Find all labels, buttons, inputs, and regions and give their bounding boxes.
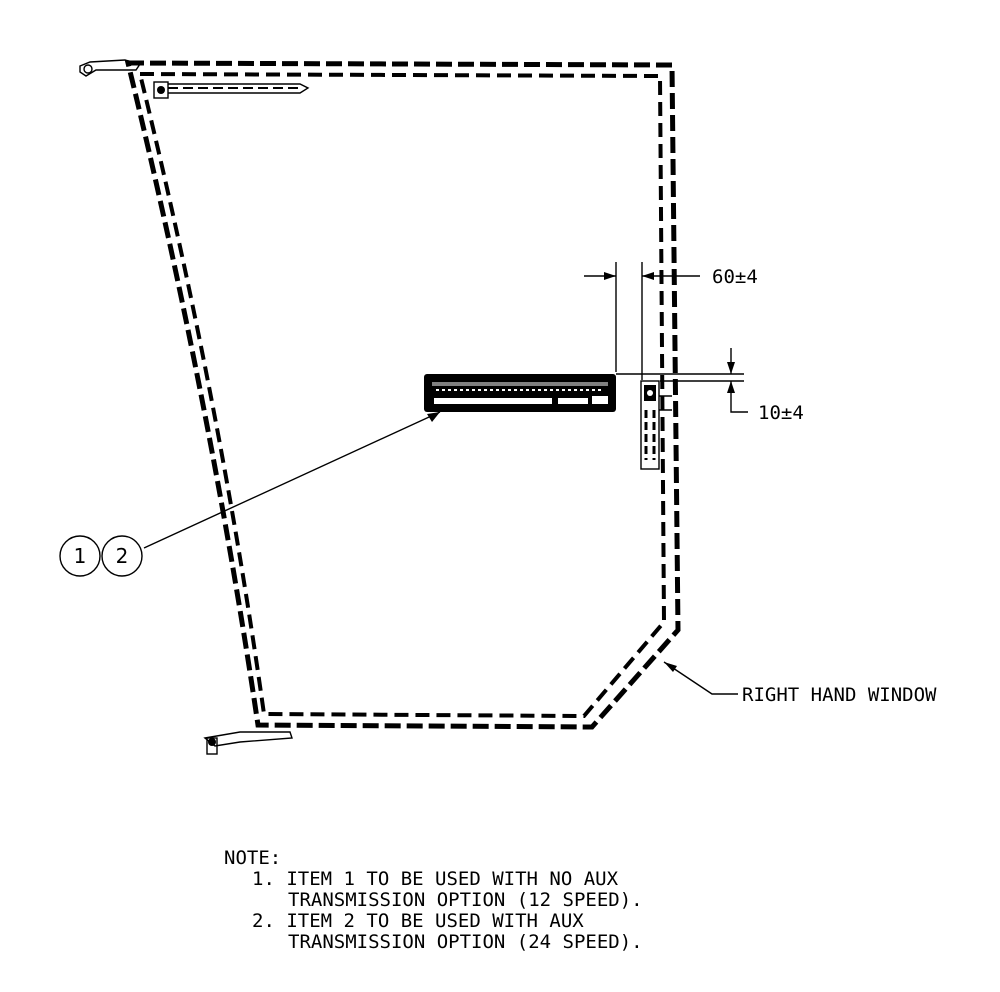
door-latch (640, 380, 672, 470)
decal-label (424, 374, 616, 412)
dimension-60: 60±4 (712, 266, 758, 288)
item-2-number: 2 (116, 544, 129, 568)
item-bubble-2: 2 (101, 535, 143, 577)
notes-block: NOTE: 1. ITEM 1 TO BE USED WITH NO AUX T… (224, 847, 643, 953)
bottom-latch (203, 731, 293, 755)
note-2-line-2: TRANSMISSION OPTION (24 SPEED). (288, 931, 643, 953)
note-1-line-2: TRANSMISSION OPTION (12 SPEED). (288, 889, 643, 911)
notes-heading: NOTE: (224, 847, 281, 869)
window-leader: RIGHT HAND WINDOW (663, 661, 937, 706)
horizontal-dimension: 60±4 (584, 262, 758, 380)
item-bubble-1: 1 (59, 535, 101, 577)
window-frame (124, 60, 681, 730)
item-1-number: 1 (74, 544, 87, 568)
callout-leader (143, 411, 441, 549)
vertical-dimension: 10±4 (616, 348, 804, 424)
note-2-line-1: 2. ITEM 2 TO BE USED WITH AUX (252, 910, 584, 932)
note-1-line-1: 1. ITEM 1 TO BE USED WITH NO AUX (252, 868, 619, 890)
top-hinge (79, 59, 310, 99)
right-hand-window-label: RIGHT HAND WINDOW (742, 684, 937, 706)
dimension-10: 10±4 (758, 402, 804, 424)
